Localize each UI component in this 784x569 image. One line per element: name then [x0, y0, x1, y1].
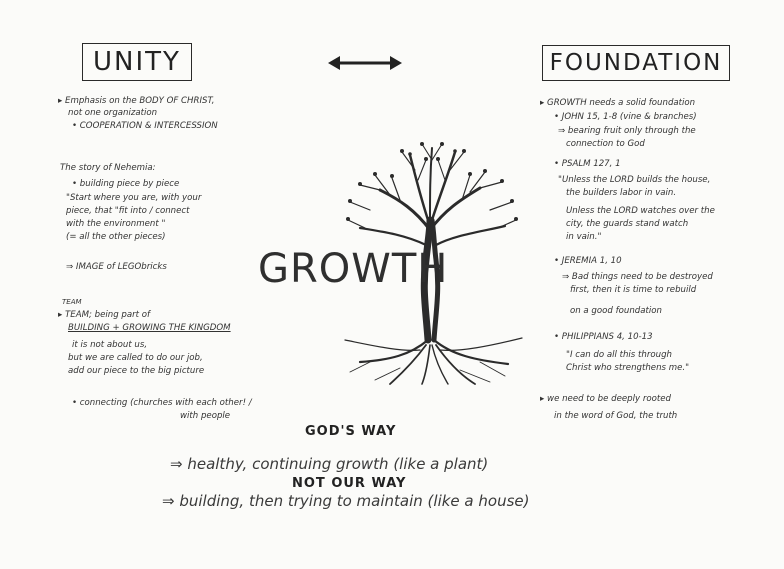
nehemia-line-4: with the environment " [66, 219, 166, 229]
team-line-1: TEAM; being part of [58, 309, 150, 321]
double-arrow-icon [328, 56, 402, 70]
rooted-line-1: we need to be deeply rooted [540, 393, 671, 405]
philippians-line-1: "I can do all this through [566, 350, 672, 360]
nehemia-line-3: piece, that "fit into / connect [66, 206, 190, 216]
nehemia-title: The story of Nehemia: [60, 163, 156, 173]
philippians-ref: • PHILIPPIANS 4, 10-13 [554, 332, 653, 342]
left-emphasis-2: not one organization [68, 108, 158, 118]
building-line: ⇒ building, then trying to maintain (lik… [162, 492, 530, 510]
unity-title: UNITY [82, 43, 192, 81]
psalm-line-5: in vain." [566, 232, 602, 242]
growth-title: GROWTH [258, 246, 449, 292]
rooted-line-2: in the word of God, the truth [554, 411, 678, 421]
nehemia-line-5: (= all the other pieces) [66, 232, 166, 242]
jeremia-line-3: on a good foundation [570, 306, 662, 316]
gods-way-label: GOD'S WAY [305, 424, 397, 439]
lego-image-note: ⇒ IMAGE of LEGObricks [66, 262, 167, 272]
team-line-3: it is not about us, [72, 340, 148, 350]
connecting-line-1: • connecting (churches with each other! … [72, 398, 252, 408]
team-small-label: TEAM [62, 298, 82, 306]
team-line-5: add our piece to the big picture [68, 366, 205, 376]
team-line-4: but we are called to do our job, [68, 353, 203, 363]
healthy-growth-line: ⇒ healthy, continuing growth (like a pla… [170, 455, 489, 473]
psalm-line-2: the builders labor in vain. [566, 188, 677, 198]
left-emphasis-1: Emphasis on the BODY OF CHRIST, [58, 95, 214, 107]
nehemia-line-1: • building piece by piece [72, 179, 180, 189]
psalm-line-3: Unless the LORD watches over the [566, 206, 715, 216]
psalm-line-1: "Unless the LORD builds the house, [558, 175, 711, 185]
team-line-2: BUILDING + GROWING THE KINGDOM [68, 323, 231, 333]
left-emphasis-3: • COOPERATION & INTERCESSION [72, 121, 218, 131]
not-our-way-label: NOT OUR WAY [292, 476, 407, 491]
jeremia-line-2: first, then it is time to rebuild [570, 285, 697, 295]
psalm-line-4: city, the guards stand watch [566, 219, 689, 229]
john-ref: • JOHN 15, 1-8 (vine & branches) [554, 112, 697, 122]
foundation-title: FOUNDATION [542, 45, 730, 81]
nehemia-line-2: "Start where you are, with your [66, 193, 202, 203]
tree-illustration [344, 142, 523, 385]
john-line-2: connection to God [566, 139, 645, 149]
psalm-ref: • PSALM 127, 1 [554, 159, 621, 169]
connecting-line-2: with people [180, 411, 231, 421]
philippians-line-2: Christ who strengthens me." [566, 363, 690, 373]
jeremia-ref: • JEREMIA 1, 10 [554, 256, 622, 266]
john-line-1: ⇒ bearing fruit only through the [558, 126, 696, 136]
right-growth-needs: GROWTH needs a solid foundation [540, 97, 695, 109]
jeremia-line-1: ⇒ Bad things need to be destroyed [562, 272, 713, 282]
